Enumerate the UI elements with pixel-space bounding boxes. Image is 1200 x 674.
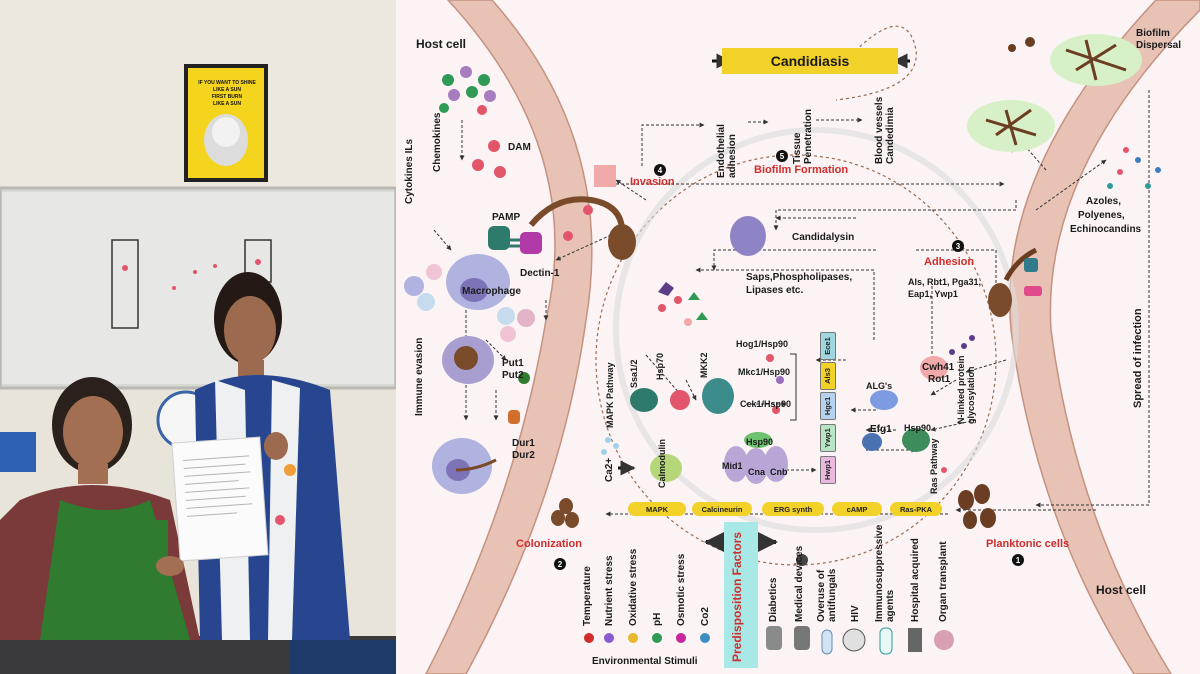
stress-co2: Co2 <box>700 607 711 626</box>
pathway-pill-erg: ERG synth <box>762 502 824 516</box>
poster-text: IF YOU WANT TO SHINE LIKE A SUN FIRST BU… <box>192 80 262 108</box>
poster-line: LIKE A SUN <box>213 101 241 107</box>
factor-hospital: Hospital acquired <box>910 538 921 622</box>
stress-nutrient: Nutrient stress <box>604 555 615 626</box>
put2-label: Put2 <box>502 370 524 381</box>
polyenes-label: Polyenes, <box>1078 210 1125 221</box>
mkc1-label: Mkc1/Hsp90 <box>738 367 791 377</box>
cwh41-label: Cwh41 <box>922 362 955 373</box>
step-1-badge: 1 <box>1012 554 1024 566</box>
efg1-label: Efg1 <box>870 424 892 435</box>
stress-temperature: Temperature <box>582 566 593 626</box>
colonization-label: Colonization <box>516 538 582 550</box>
step-3-badge: 3 <box>952 240 964 252</box>
adhesins-line-2: Eap1, Ywp1 <box>908 289 958 299</box>
host-cell-bottom-label: Host cell <box>1096 583 1147 597</box>
stress-osmotic: Osmotic stress <box>676 553 687 626</box>
als3-box: Als3 <box>820 362 836 390</box>
predisposition-panel: Predisposition Factors <box>724 522 758 668</box>
photo-panel: IF YOU WANT TO SHINE LIKE A SUN FIRST BU… <box>0 0 396 674</box>
planktonic-label: Planktonic cells <box>986 538 1070 550</box>
cek1-label: Cek1/Hsp90 <box>740 399 792 409</box>
step-2-badge: 2 <box>554 558 566 570</box>
chemokines-label: Chemokines <box>432 112 443 172</box>
adhesion-label: Adhesion <box>924 256 975 268</box>
factor-medical-devices: Medical devices <box>794 545 805 622</box>
cytokines-label: Cytokines ILs <box>404 138 415 204</box>
cnb-label: Cnb <box>770 467 788 477</box>
tissue-penetration-label: Tissue Penetration <box>792 108 814 164</box>
ca2-label: Ca2+ <box>604 457 615 482</box>
stress-oxidative: Oxidative stress <box>628 548 639 626</box>
candidalysin-label: Candidalysin <box>792 232 855 243</box>
rot1-label: Rot1 <box>928 374 951 385</box>
hwp1-box: Hwp1 <box>820 456 836 484</box>
echinocandins-label: Echinocandins <box>1070 224 1142 235</box>
poster-line: IF YOU WANT TO SHINE <box>198 80 256 86</box>
host-membrane-right <box>1009 0 1200 674</box>
factor-immunosuppressive: Immunosuppressive agents <box>874 524 896 622</box>
calmodulin-label: Calmodulin <box>657 439 667 488</box>
candidiasis-banner: Candidiasis <box>722 48 898 74</box>
pathway-pill-mapk: MAPK <box>628 502 686 516</box>
diagram-graphics <box>404 0 1200 674</box>
photo-illustration <box>0 0 396 674</box>
factor-organ-transplant: Organ transplant <box>938 541 949 622</box>
azoles-label: Azoles, <box>1086 196 1122 207</box>
hgc1-box: Hgc1 <box>820 392 836 420</box>
cna-label: Cna <box>748 467 766 477</box>
pathway-pill-camp: cAMP <box>832 502 882 516</box>
pathway-pill-ras-pka: Ras-PKA <box>890 502 942 516</box>
adhesins-line-1: Als, Rbt1, Pga31, <box>908 277 982 287</box>
factor-antifungals: Overuse of antifungals <box>816 568 838 622</box>
factor-hiv: HIV <box>850 605 861 622</box>
macrophage-label: Macrophage <box>462 286 521 297</box>
mkk2-label: MKK2 <box>699 352 709 378</box>
ras-pathway-label: Ras Pathway <box>929 438 939 494</box>
n-linked-label: N-linked protein glycosylation <box>956 355 976 424</box>
poster-line: FIRST BURN <box>211 94 243 100</box>
ece1-box: Ece1 <box>820 332 836 360</box>
invasion-label: Invasion <box>630 176 675 188</box>
saps-label: Saps,Phospholipases, <box>746 272 853 283</box>
pamp-label: PAMP <box>492 212 521 223</box>
dur1-label: Dur1 <box>512 438 535 449</box>
immune-evasion-label: Immune evasion <box>414 337 425 416</box>
predisposition-label: Predisposition Factors <box>730 531 744 662</box>
poster-line: LIKE A SUN <box>213 87 241 93</box>
ywp1-label: Ywp1 <box>823 428 832 448</box>
spread-infection-label: Spread of infection <box>1132 308 1144 408</box>
step-4-badge: 4 <box>654 164 666 176</box>
ywp1-box: Ywp1 <box>820 424 836 452</box>
hsp70-label: Hsp70 <box>655 352 665 380</box>
dam-label: DAM <box>508 142 531 153</box>
hgc1-label: Hgc1 <box>823 396 832 416</box>
biofilm-formation-label: Biofilm Formation <box>754 164 849 176</box>
hsp90-small-label: Hsp90 <box>746 437 774 447</box>
ssa-label: Ssa1/2 <box>629 359 639 388</box>
dur2-label: Dur2 <box>512 450 535 461</box>
put1-label: Put1 <box>502 358 524 369</box>
step-5-badge: 5 <box>776 150 788 162</box>
stress-ph: pH <box>652 612 663 626</box>
alg-label: ALG's <box>866 381 893 391</box>
host-cell-top-label: Host cell <box>416 37 467 51</box>
mid1-label: Mid1 <box>722 461 743 471</box>
candidiasis-diagram: Host cell Host cell Candidiasis Endothel… <box>396 0 1200 674</box>
pathway-pill-calcineurin: Calcineurin <box>692 502 752 516</box>
hog1-label: Hog1/Hsp90 <box>736 339 789 349</box>
hsp90-right-label: Hsp90 <box>904 423 932 433</box>
als3-label: Als3 <box>823 368 832 384</box>
hwp1-label: Hwp1 <box>823 460 832 481</box>
biofilm-dispersal-label: Biofilm Dispersal <box>1136 28 1182 51</box>
lipases-label: Lipases etc. <box>746 285 804 296</box>
mapk-pathway-label: MAPK Pathway <box>605 362 615 428</box>
environmental-stimuli-label: Environmental Stimuli <box>592 656 698 667</box>
ece1-label: Ece1 <box>823 337 832 355</box>
endothelial-adhesion-label: Endothelial adhesion <box>716 124 738 178</box>
blood-vessels-label: Blood vessels Candedimia <box>874 96 896 164</box>
factor-diabetics: Diabetics <box>768 577 779 622</box>
dectin-label: Dectin-1 <box>520 268 560 279</box>
